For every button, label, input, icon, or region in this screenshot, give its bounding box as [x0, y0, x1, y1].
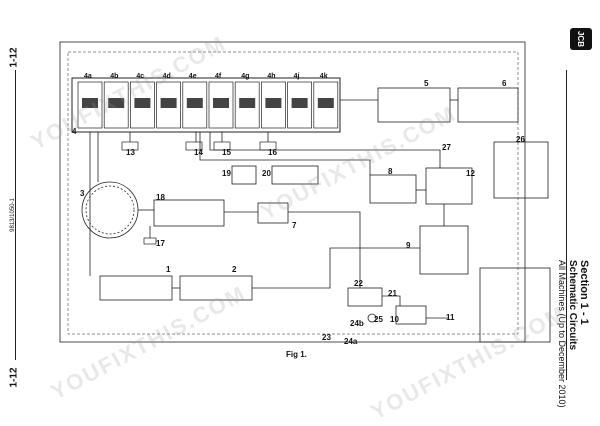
spool-label-4a: 4a	[84, 73, 92, 80]
spool-section-4h	[261, 81, 286, 129]
line-main-to-12	[209, 132, 441, 168]
spool-label-4d: 4d	[163, 73, 171, 80]
label-19: 19	[222, 169, 231, 178]
spool-symbol-4k	[317, 98, 334, 108]
label-13: 13	[126, 148, 135, 157]
cylinder-17	[143, 237, 157, 245]
figure-caption: Fig 1.	[286, 350, 307, 359]
table-26	[493, 141, 549, 199]
label-5: 5	[424, 79, 429, 88]
label-24a: 24a	[344, 337, 358, 346]
valve-block-5	[377, 87, 451, 123]
label-17: 17	[156, 239, 165, 248]
cylinder-15	[213, 141, 231, 151]
label-3: 3	[80, 189, 85, 198]
spool-section-4b	[103, 81, 129, 129]
component-25	[367, 313, 377, 323]
spool-label-4h: 4h	[267, 73, 275, 80]
spool-symbol-4d	[160, 98, 177, 108]
label-21: 21	[388, 289, 397, 298]
label-1: 1	[166, 265, 171, 274]
label-2: 2	[232, 265, 237, 274]
label-22: 22	[354, 279, 363, 288]
spool-label-4e: 4e	[189, 73, 197, 80]
tank-9	[419, 225, 469, 275]
label-14: 14	[194, 148, 203, 157]
spool-symbol-4g	[239, 98, 256, 108]
label-9: 9	[406, 241, 411, 250]
label-24b: 24b	[350, 319, 364, 328]
label-6: 6	[502, 79, 507, 88]
label-4: 4	[72, 127, 77, 136]
spool-section-4e	[182, 81, 208, 129]
block-1	[99, 275, 173, 301]
cylinder-13	[121, 141, 139, 151]
label-16: 16	[268, 148, 277, 157]
block-10	[395, 305, 427, 325]
spool-label-4j: 4j	[294, 73, 300, 80]
label-11: 11	[446, 313, 455, 322]
pilot-line-loop	[67, 51, 519, 335]
line-2-to-9	[252, 247, 420, 289]
label-20: 20	[262, 169, 271, 178]
label-26: 26	[516, 135, 525, 144]
spool-symbol-4j	[291, 98, 308, 108]
spool-label-4g: 4g	[241, 73, 249, 80]
block-19	[231, 165, 257, 185]
slew-ring-inner	[85, 185, 135, 235]
spool-symbol-4e	[186, 98, 203, 108]
label-10: 10	[390, 315, 399, 324]
spool-label-4f: 4f	[215, 73, 222, 80]
cylinder-16	[259, 141, 277, 151]
spool-symbol-4a	[82, 98, 98, 108]
main-valve-block	[71, 77, 341, 133]
spool-section-4j	[287, 81, 312, 129]
label-12: 12	[466, 169, 475, 178]
label-18: 18	[156, 193, 165, 202]
spool-label-4k: 4k	[320, 73, 328, 80]
valve-block-6	[457, 87, 519, 123]
spool-symbol-4b	[108, 98, 125, 108]
label-27: 27	[442, 143, 451, 152]
spool-symbol-4f	[213, 98, 229, 108]
schematic-border	[59, 41, 526, 343]
line-22-to-10	[382, 295, 401, 306]
left-margin-rule	[15, 70, 16, 360]
label-23: 23	[322, 333, 331, 342]
block-12	[425, 167, 473, 205]
block-20	[271, 165, 319, 185]
right-margin-rule	[566, 70, 567, 380]
spool-label-4c: 4c	[136, 73, 144, 80]
line-7-to-22	[288, 211, 361, 288]
label-8: 8	[388, 167, 393, 176]
spec-table	[479, 267, 551, 343]
cylinder-14	[185, 141, 203, 151]
block-18	[153, 199, 225, 227]
spool-label-4b: 4b	[110, 73, 118, 80]
spool-section-4f	[208, 81, 234, 129]
spool-section-4d	[156, 81, 181, 129]
spool-symbol-4c	[134, 98, 151, 108]
spool-section-4c	[130, 81, 155, 129]
label-7: 7	[292, 221, 297, 230]
spool-section-4k	[313, 81, 339, 129]
block-22	[347, 287, 383, 307]
spool-section-4g	[234, 81, 260, 129]
label-15: 15	[222, 148, 231, 157]
block-8	[369, 174, 417, 204]
spool-symbol-4h	[265, 98, 282, 108]
spool-sections	[77, 81, 339, 129]
line-main-to-8	[199, 132, 371, 175]
manifold-7	[257, 202, 289, 224]
label-25: 25	[374, 315, 383, 324]
spool-section-4a	[77, 81, 103, 129]
